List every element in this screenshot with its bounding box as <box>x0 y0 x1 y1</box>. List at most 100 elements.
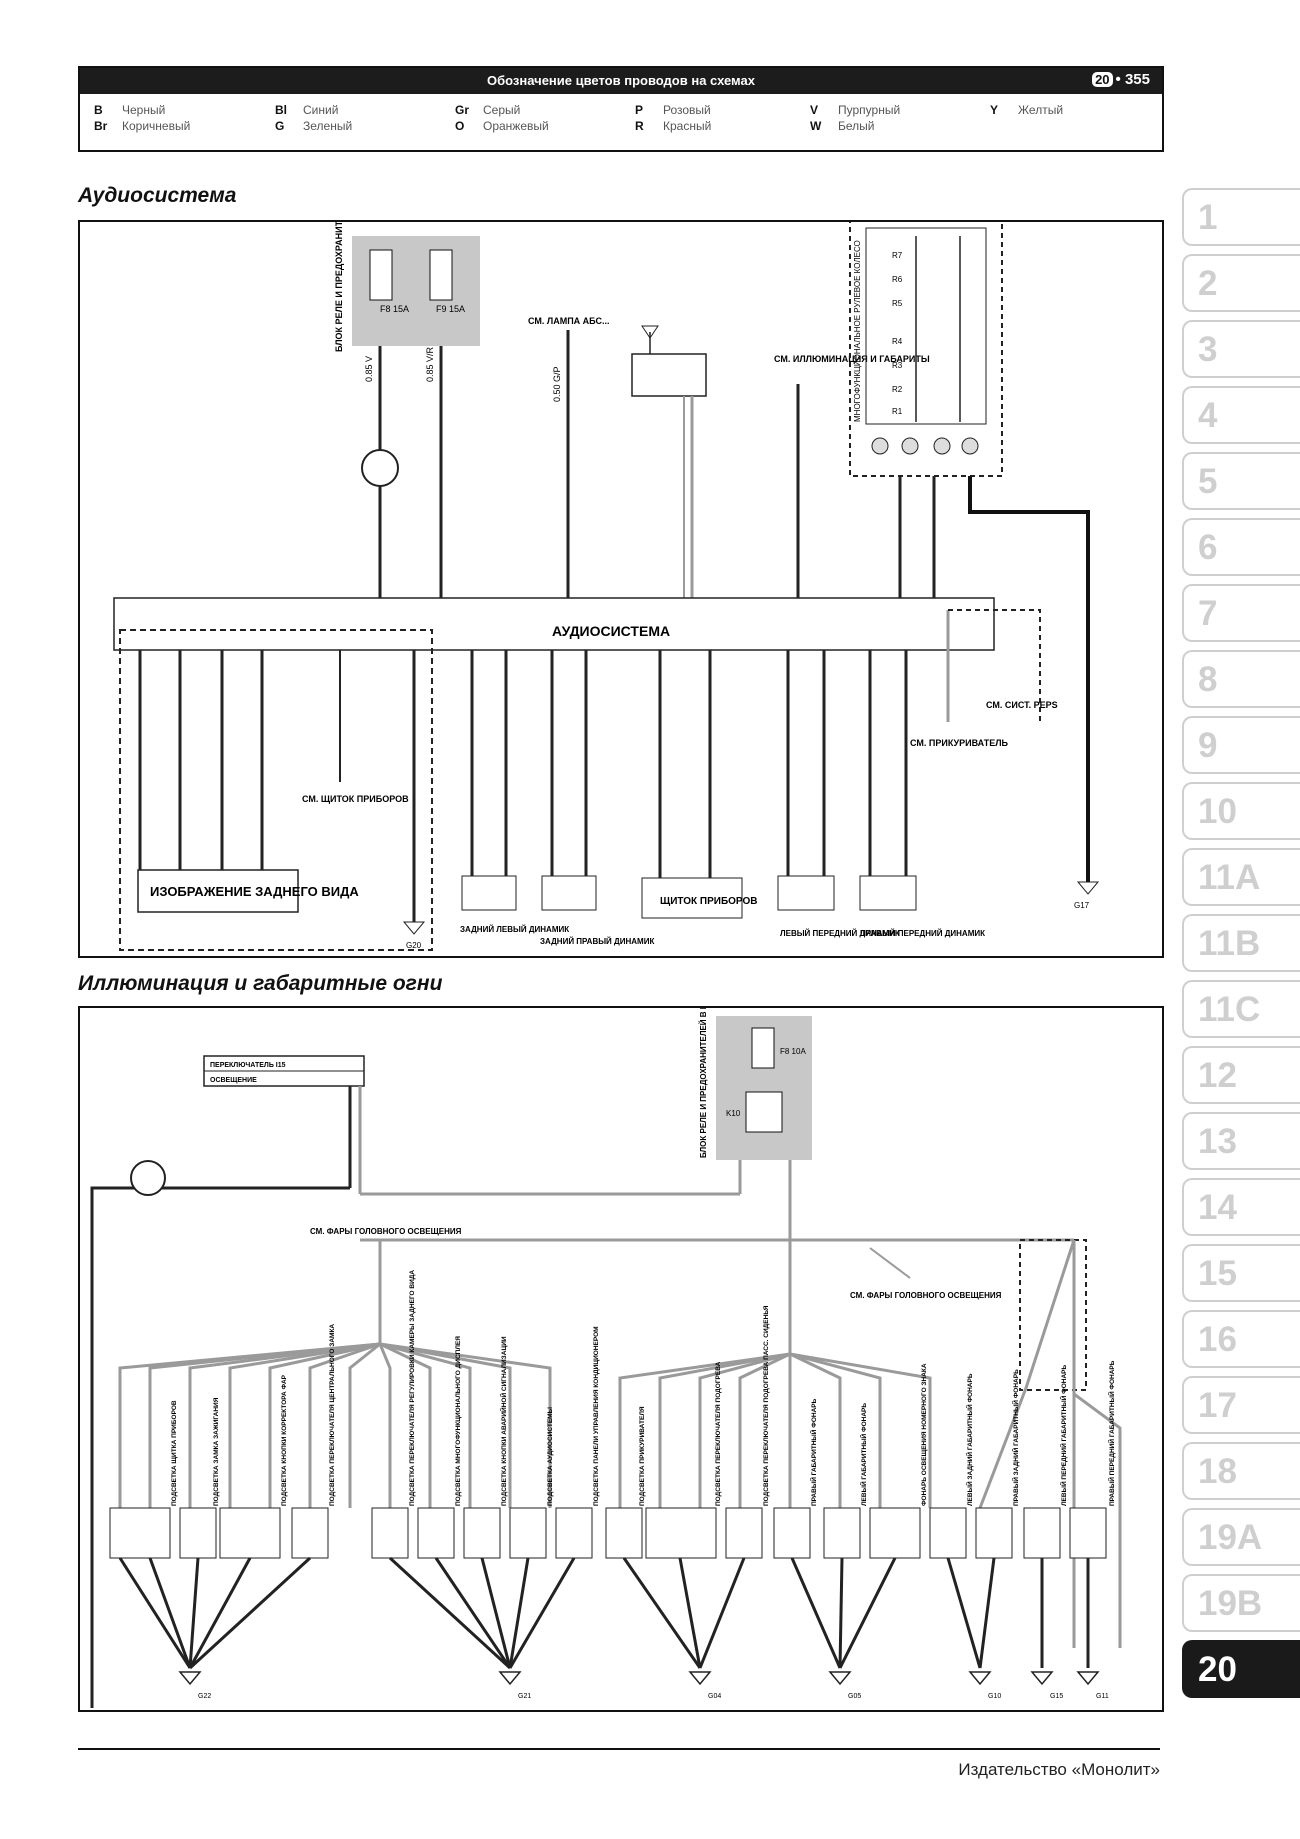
load-label: ФОНАРЬ ОСВЕЩЕНИЯ НОМЕРНОГО ЗНАКА <box>921 1363 928 1506</box>
antenna-amplifier <box>631 353 707 397</box>
chapter-tab[interactable]: 12 <box>1182 1046 1300 1104</box>
load-label: ПОДСВЕТКА ПАНЕЛИ УПРАВЛЕНИЯ КОНДИЦИОНЕРО… <box>593 1326 600 1506</box>
ground-icon <box>402 921 426 935</box>
rear-view-camera-group <box>119 629 433 951</box>
audio-diagram-svg: F8 15A F9 15A БЛОК РЕЛЕ И ПРЕДОХРАНИТЕЛЕ… <box>113 222 1100 951</box>
headlight-reference-2: СМ. ФАРЫ ГОЛОВНОГО ОСВЕЩЕНИЯ <box>850 1291 1002 1300</box>
lighting-diagram-svg: ПЕРЕКЛЮЧАТЕЛЬ I15 ОСВЕЩЕНИЕ F8 10A K10 Б… <box>90 1008 1122 1708</box>
resistor-r4: R4 <box>892 337 903 346</box>
instrument-cluster-label: ЩИТОК ПРИБОРОВ <box>660 896 757 907</box>
chapter-tab[interactable]: 16 <box>1182 1310 1300 1368</box>
ground-icon <box>178 1671 202 1686</box>
load-label: ПОДСВЕТКА ПРИКУРИВАТЕЛЯ <box>639 1406 646 1506</box>
chapter-tab[interactable]: 17 <box>1182 1376 1300 1434</box>
load-label: ПОДСВЕТКА АУДИОСИСТЕМЫ <box>547 1407 554 1506</box>
chapter-tab[interactable]: 14 <box>1182 1178 1300 1236</box>
rear-view-display <box>137 869 299 913</box>
load-label: ПРАВЫЙ ПЕРЕДНИЙ ГАБАРИТНЫЙ ФОНАРЬ <box>1107 1360 1116 1506</box>
chapter-tab[interactable]: 10 <box>1182 782 1300 840</box>
ground-icon <box>1076 881 1100 895</box>
chapter-tab[interactable]: 6 <box>1182 518 1300 576</box>
illumination-reference: СМ. ИЛЛЮМИНАЦИЯ И ГАБАРИТЫ <box>774 354 930 364</box>
load-label: ПОДСВЕТКА ПЕРЕКЛЮЧАТЕЛЯ РЕГУЛИРОВКИ КАМЕ… <box>409 1270 416 1506</box>
load-label: ПРАВЫЙ ГАБАРИТНЫЙ ФОНАРЬ <box>809 1398 818 1506</box>
chapter-tab[interactable]: 4 <box>1182 386 1300 444</box>
lamp-reference: СМ. ЛАМПА АБС... <box>528 316 610 326</box>
front-left-speaker <box>777 875 835 911</box>
relay-k10 <box>745 1091 783 1133</box>
publisher-name: Издательство «Монолит» <box>958 1760 1160 1779</box>
chapter-tab[interactable]: 11C <box>1182 980 1300 1038</box>
resistor-ladder: R7 R6 R5 R4 R3 R2 R1 <box>892 236 961 422</box>
chapter-tab[interactable]: 11A <box>1182 848 1300 906</box>
fuse-f8-lighting <box>751 1027 775 1069</box>
ground-label: G20 <box>406 941 422 950</box>
load-label: ПОДСВЕТКА ПЕРЕКЛЮЧАТЕЛЯ ПОДОГРЕВА <box>715 1361 722 1506</box>
audio-unit-label: АУДИОСИСТЕМА <box>552 623 670 639</box>
wire-label: 0.85 V/R <box>425 346 435 382</box>
lighting-section-title: Иллюминация и габаритные огни <box>78 972 443 995</box>
rear-right-speaker-label: ЗАДНИЙ ПРАВЫЙ ДИНАМИК <box>540 937 654 946</box>
chapter-tab[interactable]: 8 <box>1182 650 1300 708</box>
chapter-tab[interactable]: 19A <box>1182 1508 1300 1566</box>
chapter-tabs: 1 2 3 4 5 6 7 8 9 10 11A 11B 11C 12 13 1… <box>1182 188 1300 1706</box>
header-title: Обозначение цветов проводов на схемах <box>487 73 755 88</box>
ground-label: G10 <box>988 1693 1001 1700</box>
load-label: ПОДСВЕТКА МНОГОФУНКЦИОНАЛЬНОГО ДИСПЛЕЯ <box>455 1336 462 1506</box>
load-label: ЛЕВЫЙ ЗАДНИЙ ГАБАРИТНЫЙ ФОНАРЬ <box>965 1373 974 1506</box>
rear-view-display-label: ИЗОБРАЖЕНИЕ ЗАДНЕГО ВИДА <box>150 884 359 899</box>
peps-reference: СМ. СИСТ. PEPS <box>986 700 1058 710</box>
lighting-wiring-diagram: ПЕРЕКЛЮЧАТЕЛЬ I15 ОСВЕЩЕНИЕ F8 10A K10 Б… <box>78 1006 1164 1712</box>
chapter-tab[interactable]: 11B <box>1182 914 1300 972</box>
chapter-tab[interactable]: 1 <box>1182 188 1300 246</box>
resistor-r3: R3 <box>892 361 903 370</box>
lighting-fuse-box-label: БЛОК РЕЛЕ И ПРЕДОХРАНИТЕЛЕЙ В ПРИБОРНОЙ … <box>699 1008 708 1158</box>
ground-icon <box>688 1671 712 1686</box>
ground-label: G15 <box>1050 1693 1063 1700</box>
ground-label: G05 <box>848 1693 861 1700</box>
instrument-panel-reference: СМ. ЩИТОК ПРИБОРОВ <box>302 794 409 804</box>
audio-fuse-box-label: БЛОК РЕЛЕ И ПРЕДОХРАНИТЕЛЕЙ В ПРИБОРНОЙ … <box>333 222 344 352</box>
resistor-r5: R5 <box>892 299 903 308</box>
rear-right-speaker <box>541 875 597 911</box>
fuse-label: F8 10A <box>780 1047 806 1056</box>
chapter-tab[interactable]: 3 <box>1182 320 1300 378</box>
chapter-chip: 20 <box>1092 72 1113 87</box>
chapter-tab-active[interactable]: 20 <box>1182 1640 1300 1698</box>
chapter-tab[interactable]: 7 <box>1182 584 1300 642</box>
front-right-speaker <box>859 875 917 911</box>
page-number-text: • 355 <box>1115 71 1150 88</box>
ground-label: G04 <box>708 1693 721 1700</box>
steering-wheel-module <box>849 222 1003 477</box>
page-number: 20• 355 <box>1092 71 1150 88</box>
load-label: ПОДСВЕТКА ЩИТКА ПРИБОРОВ <box>171 1400 178 1506</box>
relay-label: K10 <box>726 1109 741 1118</box>
chapter-tab[interactable]: 9 <box>1182 716 1300 774</box>
load-label: ПРАВЫЙ ЗАДНИЙ ГАБАРИТНЫЙ ФОНАРЬ <box>1011 1369 1020 1506</box>
audio-head-unit <box>113 597 995 651</box>
chapter-tab[interactable]: 13 <box>1182 1112 1300 1170</box>
resistor-r7: R7 <box>892 251 903 260</box>
chapter-tab[interactable]: 19B <box>1182 1574 1300 1632</box>
front-right-speaker-label: ПРАВЫЙ ПЕРЕДНИЙ ДИНАМИК <box>860 929 985 938</box>
lighter-reference: СМ. ПРИКУРИВАТЕЛЬ <box>910 738 1009 748</box>
resistor-r2: R2 <box>892 385 903 394</box>
ground-icon <box>1030 1671 1054 1686</box>
chapter-tab[interactable]: 5 <box>1182 452 1300 510</box>
fuse-f9-label: F9 15A <box>436 304 465 314</box>
load-label: ПОДСВЕТКА ПЕРЕКЛЮЧАТЕЛЯ ПОДОГРЕВА ПАСС. … <box>763 1305 770 1506</box>
chapter-tab[interactable]: 2 <box>1182 254 1300 312</box>
chapter-tab[interactable]: 15 <box>1182 1244 1300 1302</box>
chapter-tab[interactable]: 18 <box>1182 1442 1300 1500</box>
ground-icon <box>828 1671 852 1686</box>
